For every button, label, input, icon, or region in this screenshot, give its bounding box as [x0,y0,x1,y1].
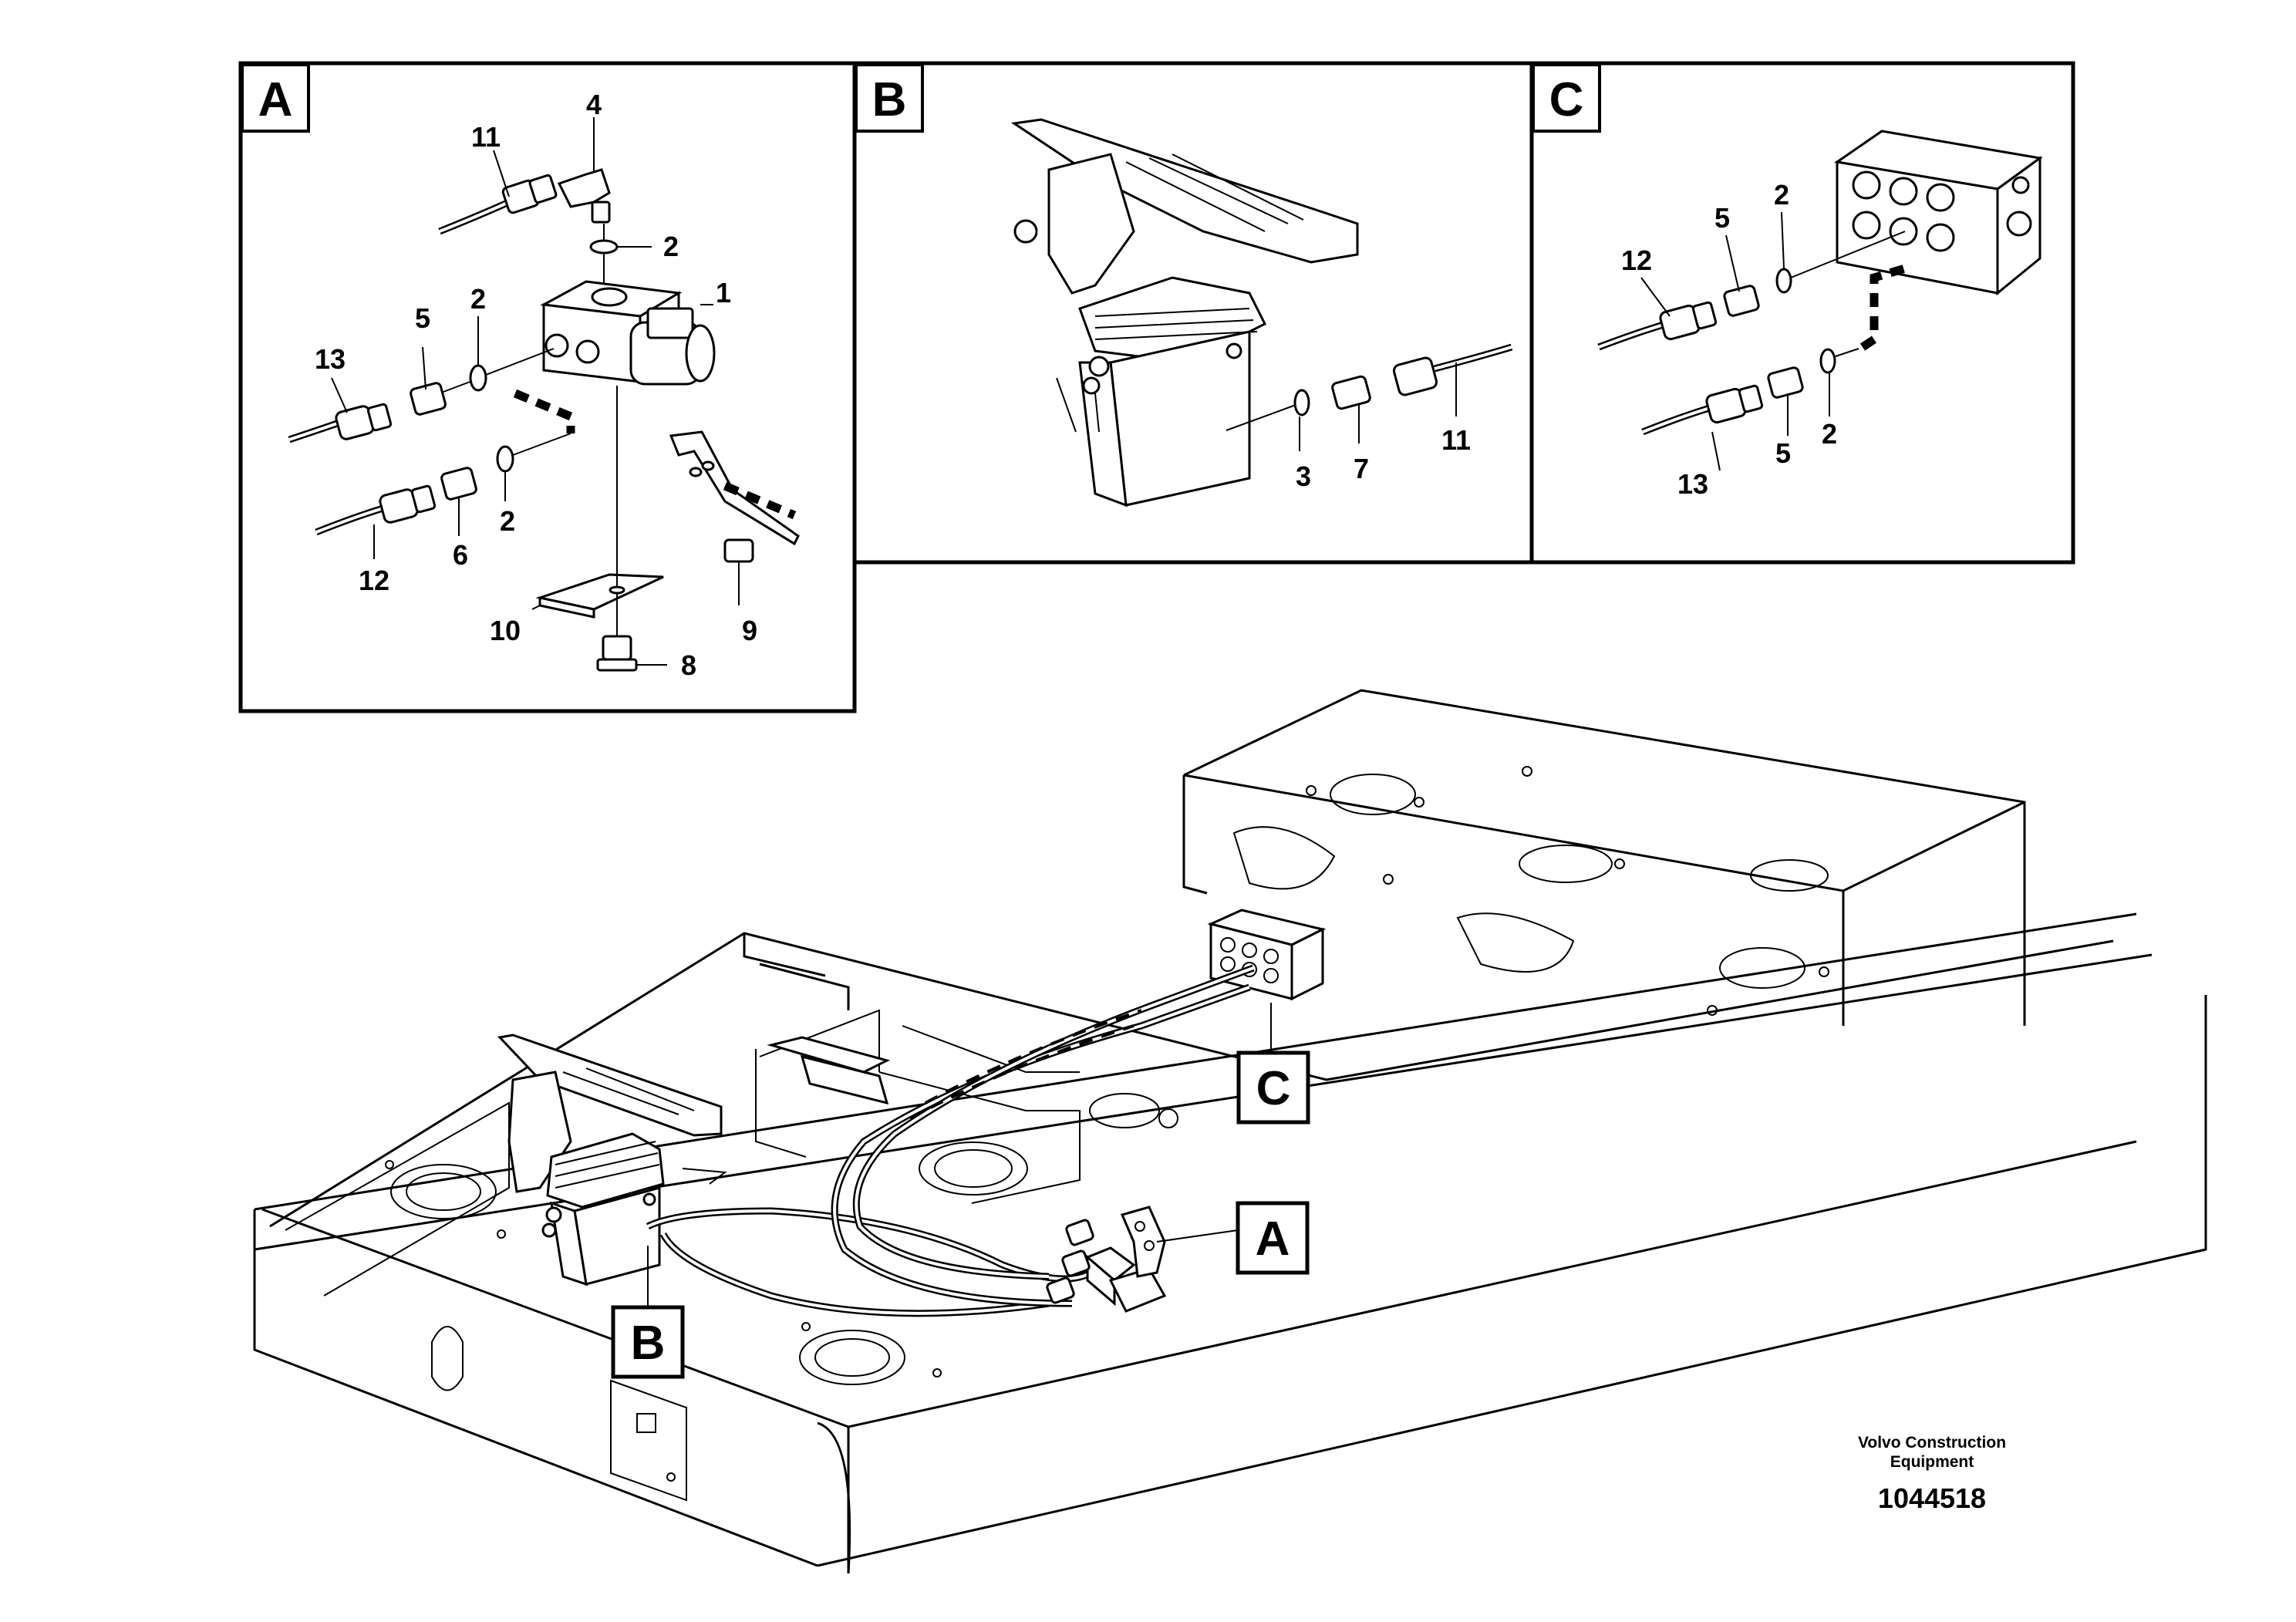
panel-b: B 3 7 11 [852,61,1534,565]
drawing-number: 1044518 [1878,1482,1986,1514]
panel-c-label: C [1549,73,1584,126]
callout-a-11: 11 [471,121,501,153]
callout-a-12: 12 [359,565,389,596]
main-tag-b: B [631,1317,666,1370]
panel-b-label: B [872,73,907,126]
callout-a-2-low: 2 [500,505,515,537]
callout-b-7: 7 [1354,453,1369,484]
callout-b-11: 11 [1441,424,1471,456]
callout-a-8: 8 [681,649,696,681]
callout-c-13: 13 [1677,468,1708,500]
callout-c-12: 12 [1621,244,1652,276]
callout-a-4: 4 [586,89,602,120]
brand-line-1: Volvo Construction [1858,1434,2006,1452]
callout-b-3: 3 [1296,460,1311,492]
footer: Volvo Construction Equipment 1044518 [1858,1434,2006,1514]
main-tag-a: A [1256,1212,1290,1266]
panel-a: A [238,61,857,713]
callout-a-10: 10 [490,615,521,646]
panel-c: C 12 5 2 [1529,61,2075,565]
callout-a-1: 1 [716,277,731,309]
brand-line-2: Equipment [1890,1453,1974,1471]
callout-a-5: 5 [415,302,430,334]
callout-a-9: 9 [742,615,757,646]
callout-a-2-top: 2 [663,231,679,262]
callout-c-2-low: 2 [1822,418,1837,450]
callout-c-5-low: 5 [1775,437,1791,469]
callout-a-2-mid: 2 [470,283,486,315]
callout-a-6: 6 [453,539,468,571]
callout-c-2-top: 2 [1774,179,1789,211]
main-tag-c: C [1256,1062,1291,1115]
panel-a-label: A [258,73,293,126]
callout-a-13: 13 [315,343,346,375]
main-frame-illustration: C A B [253,689,2207,1574]
callout-c-5-top: 5 [1714,202,1730,234]
